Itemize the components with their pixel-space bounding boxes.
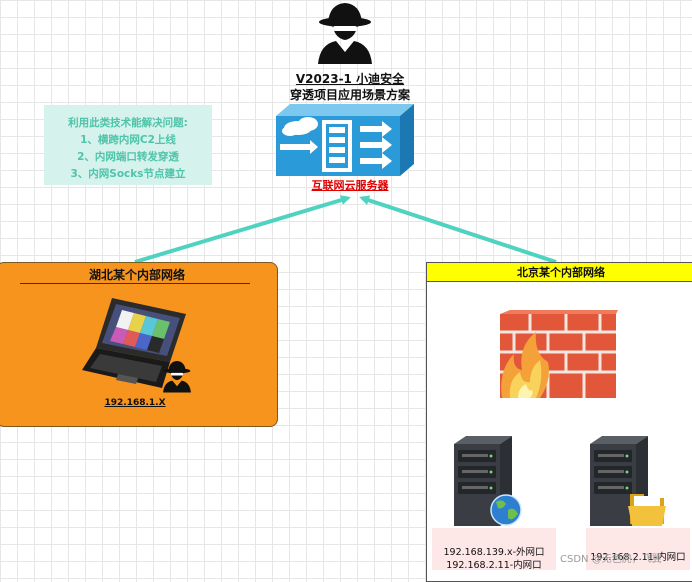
beijing-network-header (426, 262, 692, 282)
host1-ip-box (432, 528, 556, 570)
note-heading: 利用此类技术能解决问题: (68, 117, 188, 129)
hubei-divider (20, 283, 250, 284)
beijing-network-title: 北京某个内部网络 (517, 266, 605, 279)
cloud-server-icon (276, 104, 414, 176)
note-item: 2、内网端口转发穿透 (77, 151, 179, 163)
hubei-host-ip: 192.168.1.X (104, 398, 166, 408)
host2-ip-internal: 192.168.2.11-内网口 (590, 552, 686, 563)
host1-ip-external: 192.168.139.x-外网口 (443, 547, 545, 558)
note-item: 3、内网Socks节点建立 (70, 168, 186, 180)
host2-server-icon (590, 436, 666, 526)
hubei-network-title: 湖北某个内部网络 (88, 268, 185, 282)
host1-server-icon (454, 436, 522, 526)
page-title: V2023-1 小迪安全 (295, 72, 405, 86)
watermark: CSDN @无色虎，飞翼 (560, 554, 662, 565)
host1-ip-internal: 192.168.2.11-内网口 (446, 560, 542, 571)
page-subtitle: 穿透项目应用场景方案 (289, 88, 410, 102)
hacker-icon (318, 3, 372, 64)
beijing-to-server-arrow (359, 195, 557, 264)
hubei-to-server-arrow (134, 195, 351, 264)
hacker-small-icon (163, 361, 191, 393)
host2-ip-box (586, 528, 690, 570)
laptop-icon (82, 298, 186, 388)
firewall-icon (500, 310, 618, 398)
note-box: 利用此类技术能解决问题: 1、横跨内网C2上线 2、内网端口转发穿透 3、内网S… (44, 105, 212, 185)
note-item: 1、横跨内网C2上线 (80, 134, 176, 146)
cloud-server-label: 互联网云服务器 (311, 179, 389, 192)
